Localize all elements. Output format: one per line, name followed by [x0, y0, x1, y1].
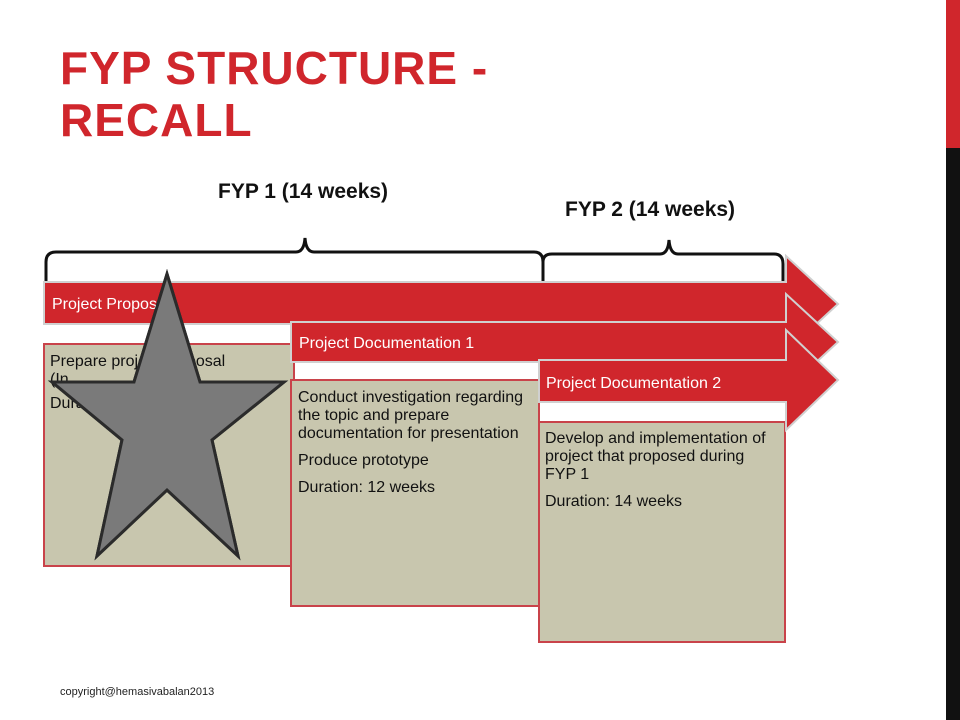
phase-1-title: Project Proposal: [52, 296, 170, 313]
fyp2-bracket: [541, 239, 785, 282]
fyp2-bracket-label: FYP 2 (14 weeks): [565, 198, 736, 221]
phase-3-line-1: Develop and implementation of project th…: [545, 430, 766, 483]
slide-title: FYP STRUCTURE - RECALL: [60, 42, 700, 146]
slide-title-line-2: RECALL: [60, 94, 253, 146]
fyp1-bracket-label: FYP 1 (14 weeks): [218, 180, 389, 203]
side-accent-bar-red: [946, 0, 960, 148]
phase-3-line-2: Duration: 14 weeks: [545, 493, 682, 510]
phase-3-title: Project Documentation 2: [546, 375, 722, 392]
phase-2-title: Project Documentation 1: [299, 335, 475, 352]
slide-title-line-1: FYP STRUCTURE -: [60, 42, 489, 94]
phase-2-line-2: Produce prototype: [298, 452, 429, 469]
side-accent-bar-black: [946, 148, 960, 720]
phase-2-line-1: Conduct investigation regarding the topi…: [298, 389, 524, 442]
phase-3-arrow: [538, 327, 840, 433]
phase-2-line-3: Duration: 12 weeks: [298, 479, 435, 496]
phase-2-body: [290, 379, 540, 607]
phase-2-text: Conduct investigation regarding the topi…: [298, 389, 534, 506]
footer-copyright: copyright@hemasivabalan2013: [60, 686, 215, 698]
fyp1-bracket: [44, 237, 545, 282]
phase-3-text: Develop and implementation of project th…: [545, 430, 779, 520]
phase-3-body: [538, 421, 786, 643]
